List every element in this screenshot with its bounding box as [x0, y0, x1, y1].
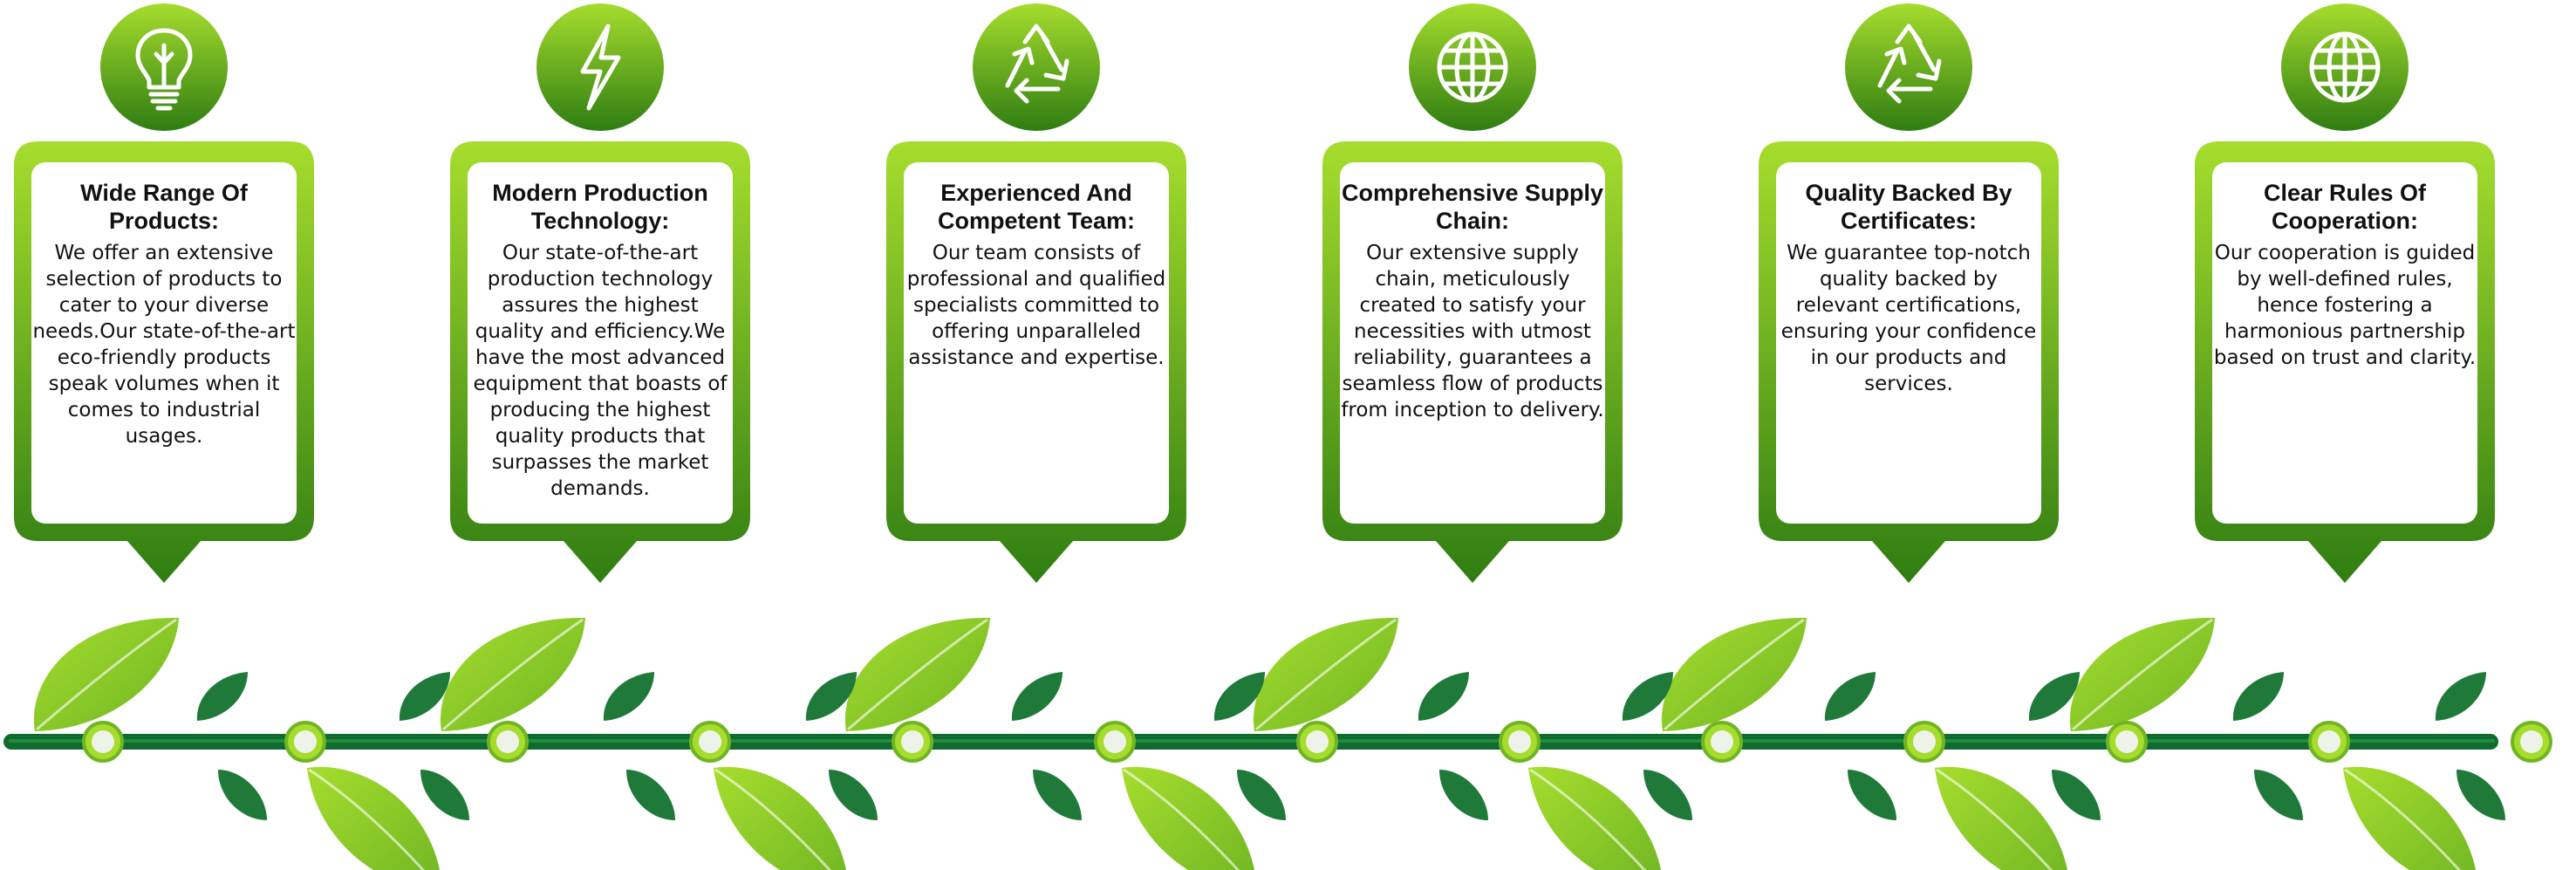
step-title: Clear Rules Of Cooperation:	[2263, 180, 2427, 234]
step-title: Wide Range Of Products:	[80, 180, 248, 234]
step-card-5: Quality Backed By Certificates: We guara…	[1752, 0, 2066, 593]
lightbulb-icon	[100, 3, 228, 131]
step-title: Comprehensive Supply Chain:	[1341, 180, 1604, 234]
step-description: We guarantee top-notch quality backed by…	[1780, 242, 2037, 395]
step-description: Our extensive supply chain, meticulously…	[1341, 242, 1604, 421]
speech-bubble-frame	[450, 141, 750, 583]
step-description: Our cooperation is guided by well-define…	[2213, 242, 2477, 369]
step-title: Quality Backed By Certificates:	[1805, 180, 2012, 234]
speech-bubble-frame	[1759, 141, 2059, 583]
step-card-3: Experienced And Competent Team: Our team…	[879, 0, 1193, 593]
step-card-2: Modern Production Technology: Our state-…	[443, 0, 757, 593]
step-title: Experienced And Competent Team:	[937, 180, 1136, 234]
step-card-1: Wide Range Of Products: We offer an exte…	[7, 0, 321, 593]
globe-icon	[2281, 3, 2409, 131]
step-card-4: Comprehensive Supply Chain: Our extensiv…	[1315, 0, 1630, 593]
step-description: Our state-of-the-art production technolo…	[473, 242, 728, 500]
speech-bubble-frame	[2195, 141, 2495, 583]
recycle-icon	[973, 3, 1100, 131]
globe-icon	[1409, 3, 1536, 131]
speech-bubble-frame	[886, 141, 1186, 583]
step-card-6: Clear Rules Of Cooperation: Our cooperat…	[2188, 0, 2502, 593]
step-title: Modern Production Technology:	[492, 180, 708, 234]
step-description: We offer an extensive selection of produ…	[32, 242, 296, 448]
speech-bubble-frame	[1322, 141, 1623, 583]
speech-bubble-frame	[14, 141, 314, 583]
lightning-bolt-icon	[536, 3, 664, 131]
recycle-icon	[1845, 3, 1972, 131]
step-description: Our team consists of professional and qu…	[906, 242, 1166, 369]
